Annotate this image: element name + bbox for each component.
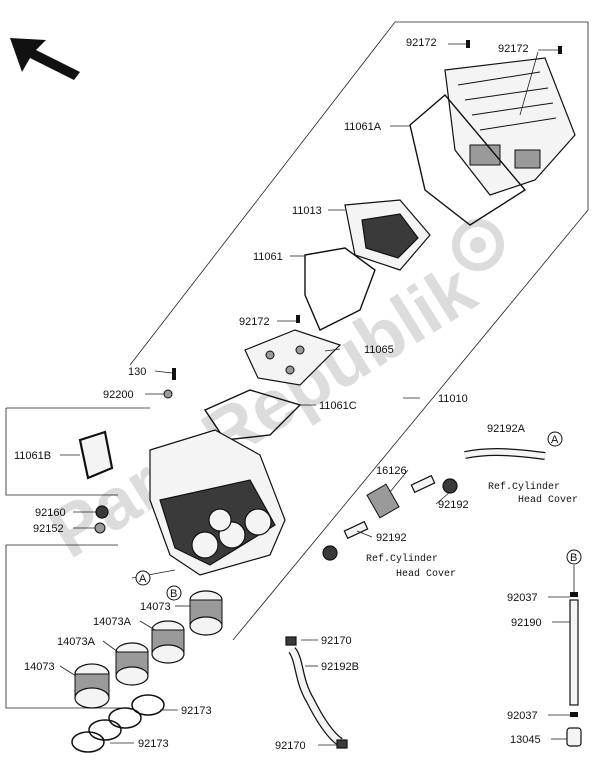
label-11061B: 11061B: [14, 450, 51, 462]
label-92192-a: 92192: [438, 499, 469, 511]
marker-A-lower: A: [135, 570, 151, 586]
label-14073-a: 14073: [140, 601, 171, 613]
part-labels: 92172 92172 11061A 11013 11061 92172 110…: [14, 37, 542, 752]
hose-92192-upper: [410, 474, 436, 494]
screw-92172-c: [296, 315, 300, 323]
svg-text:A: A: [551, 434, 559, 446]
air-cleaner-housing: [149, 429, 286, 576]
hose-92192B: [288, 647, 343, 746]
label-92172-a: 92172: [406, 37, 437, 49]
label-92190: 92190: [511, 617, 542, 629]
hose-92192A: [464, 448, 546, 460]
label-16126: 16126: [376, 465, 407, 477]
label-11010: 11010: [438, 393, 468, 405]
gear-watermark-icon: [452, 219, 504, 271]
clip-92037-a: [570, 592, 578, 597]
duct-14073A-a: [151, 620, 185, 664]
label-11061: 11061: [253, 251, 283, 263]
fitting-ref-upper: [442, 478, 458, 494]
label-92192A: 92192A: [487, 423, 526, 435]
label-11013: 11013: [292, 205, 322, 217]
screw-92172-b: [558, 46, 562, 54]
label-14073-b: 14073: [24, 661, 55, 673]
duct-14073-b: [74, 663, 110, 709]
ref-lower-line2: Head Cover: [396, 568, 456, 580]
grommet-92160: [95, 505, 109, 519]
label-14073A-b: 14073A: [57, 636, 96, 648]
front-direction-arrow-icon: [10, 38, 80, 80]
air-filter-element: [344, 199, 431, 271]
label-92192B: 92192B: [321, 661, 359, 673]
label-92152: 92152: [33, 523, 64, 535]
duct-14073A-b: [115, 642, 149, 686]
duct-14073-a: [189, 590, 223, 636]
clamps-92173: [71, 694, 165, 753]
label-92170-b: 92170: [275, 740, 306, 752]
label-92172-b: 92172: [498, 43, 529, 55]
leader-lines: [59, 43, 575, 746]
bolt-130: [172, 368, 176, 380]
ref-upper-line2: Head Cover: [518, 494, 578, 506]
ref-upper-line1: Ref.Cylinder: [488, 481, 560, 493]
screw-92172-a: [466, 40, 470, 48]
hose-92192-lower: [343, 520, 369, 540]
plug-13045: [566, 727, 582, 747]
plate-11065: [244, 329, 342, 386]
gasket-11061A: [409, 94, 527, 226]
reference-labels: Ref.Cylinder Head Cover Ref.Cylinder Hea…: [366, 481, 578, 580]
label-13045: 13045: [510, 734, 541, 746]
fitting-ref-lower: [322, 545, 338, 561]
label-11065: 11065: [364, 344, 394, 356]
drain-hose-92190: [569, 599, 579, 706]
label-92160: 92160: [35, 507, 66, 519]
label-130: 130: [128, 366, 146, 378]
label-92192-b: 92192: [376, 532, 407, 544]
clip-92170-b: [336, 739, 348, 749]
clip-92170-a: [285, 636, 297, 646]
label-11061C: 11061C: [319, 400, 357, 412]
label-92200: 92200: [103, 389, 134, 401]
svg-text:A: A: [139, 573, 147, 585]
label-92173-a: 92173: [181, 705, 212, 717]
marker-A-upper: A: [547, 431, 563, 447]
clip-92037-b: [570, 712, 578, 717]
label-11061A: 11061A: [344, 121, 382, 133]
label-92037-b: 92037: [507, 710, 538, 722]
svg-text:B: B: [170, 588, 177, 600]
label-92170-a: 92170: [321, 635, 352, 647]
gasket-11061B: [78, 430, 114, 480]
marker-B-upper: B: [166, 585, 182, 601]
marker-B-lower: B: [566, 549, 582, 565]
collar-92152: [94, 522, 106, 534]
gasket-11061: [304, 247, 376, 331]
air-cleaner-upper-cover: [444, 57, 576, 196]
valve-16126: [366, 483, 400, 519]
label-92172-c: 92172: [239, 316, 270, 328]
svg-text:B: B: [570, 552, 577, 564]
label-92037-a: 92037: [507, 592, 538, 604]
assembly-frame: [5, 21, 589, 709]
washer-92200: [163, 389, 173, 399]
connection-markers: A A B B: [135, 431, 582, 601]
ref-lower-line1: Ref.Cylinder: [366, 553, 438, 565]
label-14073A-a: 14073A: [93, 616, 132, 628]
label-92173-b: 92173: [138, 738, 169, 750]
